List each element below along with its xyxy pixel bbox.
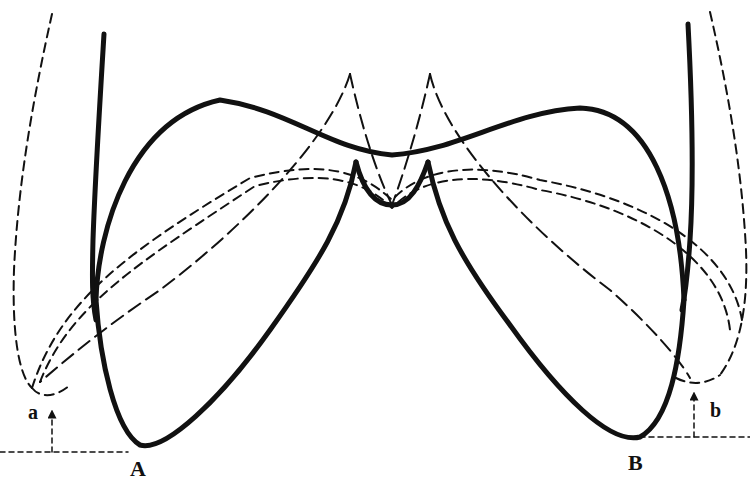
diaphragm-dome [96,100,684,300]
dashed-dome-inner [40,178,730,382]
displaced-point-label: a [28,402,38,422]
displacement-arrow-left [51,414,53,452]
rest-point-label: A [130,458,146,480]
dashed-wall-left [14,14,52,388]
lobe-left [96,162,356,446]
lobe-right [428,162,684,438]
displacement-arrow-right [693,396,695,437]
dashed-lobe-right [430,74,690,378]
dashed-dome-bottom [32,375,720,395]
central-notch [356,162,428,205]
dashed-lobe-left-inner [350,74,392,205]
dashed-lobe-right-inner [392,74,430,205]
dashed-lobe-left [40,74,350,382]
dashed-dome-outer [32,169,742,388]
rest-point-label: B [628,452,643,474]
baseline-right [640,436,750,438]
baseline-left [0,451,128,453]
displaced-point-label: b [710,400,721,420]
